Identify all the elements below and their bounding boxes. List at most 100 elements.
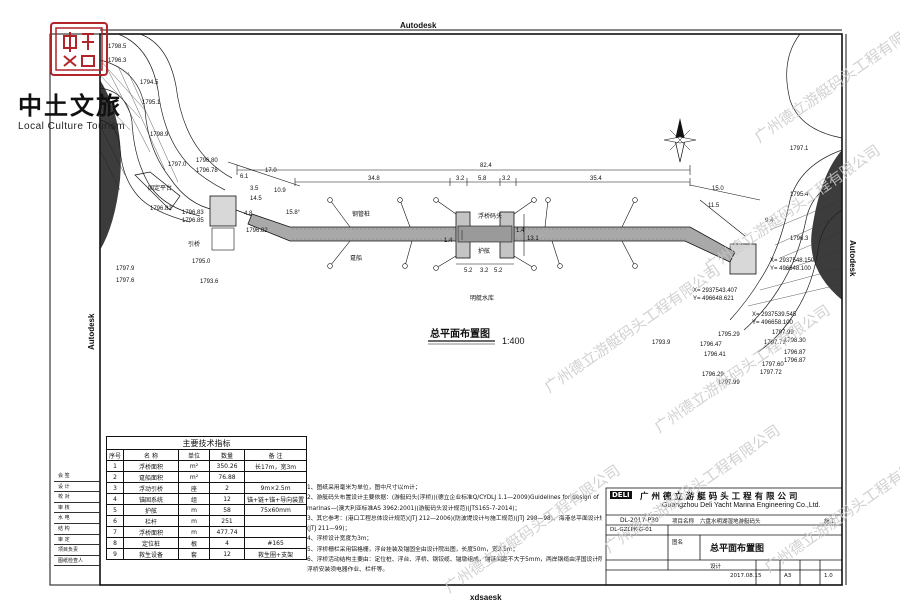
elev-4: 1798.9 [150,132,169,138]
dim-p: 3.5 [250,186,259,192]
brand-logo: 中土文旅 Local Culture Tourism [14,22,154,132]
coord-2y: Y= 496658.100 [752,320,794,326]
elev-30: 1796.3 [790,236,809,242]
cell: m [178,526,211,538]
elev-26: 1796.87 [784,358,806,364]
anchor-lines [329,199,636,269]
dim-l: 5.2 [464,268,473,274]
dim-g: 14.5 [250,196,262,202]
cell: 浮桥面积 [123,526,180,538]
note-line: 5、浮桥栅栏采用铝格栅，浮台挂装及锚固全由设计院出图，长度50m，宽2.5m； [307,546,519,553]
cell: 8 [105,537,125,549]
cell: 趸船面积 [123,471,180,483]
binding-strip [49,33,101,586]
title-block-frame [605,487,843,586]
elev-23: 1797.99 [718,380,740,386]
cell: 护舷 [123,504,180,516]
drawing-name-label: 图名 [672,540,684,546]
cell: 477.74 [209,526,246,538]
elev-22: 1796.29 [702,372,724,378]
brand-name: 中土文旅 [18,91,122,120]
cell: 12 [209,493,246,505]
elev-2: 1794.5 [140,80,159,86]
company-name: 广 州 德 立 游 艇 码 头 工 程 有 限 公 司 [640,492,798,502]
elev-0: 1798.5 [108,44,127,50]
coord-1y: Y= 496648.621 [693,296,735,302]
cell: m [178,515,211,527]
dim-d: 6.1 [240,174,249,180]
cell: 6 [105,515,125,527]
elev-6: 1796.78 [196,168,218,174]
cell: 2 [105,471,125,483]
drawing-date: 2017.08.15 [730,573,762,579]
drawing-version: 1.0 [824,573,833,579]
elev-13: 1797.6 [116,278,135,284]
component-labels: 明艇水库 趸船 浮桥码头 护舷 钢管桩 引桥 固定平台 [148,184,502,302]
elev-10: 1796.85 [182,218,204,224]
note-line: 6、浮桥活动结构主要由：定位桩、浮台、浮桥、钢铰缆、锚墩组成，锚链间距不大于5m… [307,557,602,564]
note-line: 3、其它参考：(港口工程总体设计规范)(JTJ 212—2006)(防波堤设计与… [307,515,602,522]
elev-25: 1798.30 [784,338,806,344]
cell: m² [178,460,211,472]
cell: 座 [178,482,211,494]
plan-scale: 1:400 [502,336,525,346]
note-line: 4、浮桥设计宽度为3m； [307,536,373,543]
elev-20: 1797.60 [762,362,784,368]
cell: 12 [209,548,246,560]
elev-31: 1796.82 [246,228,268,234]
drawing-number: DL-2017-P30 [620,517,659,524]
dim-q: 1.4 [444,238,453,244]
brand-name-en: Local Culture Tourism [18,121,126,132]
revision-strip: 会 签 设 计 校 对 审 核 水 电 结 构 审 定 项目负责 图纸检查人 [54,471,100,567]
elev-7: 1797.0 [168,162,187,168]
design-label: 设计 [710,564,722,570]
project-label: 项目名称 [672,519,695,525]
cell: 套 [178,548,211,560]
coord-3x: X= 2937548.150 [770,258,815,264]
autodesk-right: Autodesk [848,240,857,277]
elev-1: 1796.3 [108,58,127,64]
label-pontoon: 趸船 [350,254,362,262]
cell: 75x60mm [244,504,308,516]
cell: 救生设备 [123,548,180,560]
central-pontoon [455,211,515,259]
elev-28: 1797.1 [790,146,809,152]
plan-title: 总平面布置图 [430,327,490,340]
dim-b: 5.8 [478,176,487,182]
note-line: (JTJ 211—99)； [307,526,351,533]
cell: 58 [209,504,246,516]
autodesk-side: Autodesk [87,313,96,350]
paper-size: A3 [784,573,792,579]
seal-icon [50,22,108,76]
dim-left-span: 34.8 [368,176,380,182]
cell: 4 [209,537,246,549]
dim-m: 5.2 [494,268,503,274]
dim-h: 4.8 [244,211,253,217]
label-pile: 钢管桩 [352,210,370,218]
coord-1x: X= 2937543.407 [693,288,738,294]
cell: m² [178,471,211,483]
spec-header: 备 注 [244,449,308,461]
autodesk-bottom: xdsaesk [470,593,502,601]
company-logo: DELI [610,491,632,499]
cell: 根 [178,537,211,549]
dim-o: 13.1 [527,236,539,242]
left-landing-platform [209,195,237,227]
dimension-lines [227,161,761,265]
note-line: 1、图纸采用毫米为单位，图中尺寸以m计； [307,485,421,491]
dim-e: 17.0 [265,168,277,174]
rev-label: 结 构 [54,524,100,535]
label-brow: 引桥 [188,240,200,248]
cell: 1 [105,460,125,472]
label-guard: 护舷 [478,247,490,255]
elev-27: 1793.9 [652,340,671,346]
coord-3y: Y= 496648.100 [770,266,812,272]
